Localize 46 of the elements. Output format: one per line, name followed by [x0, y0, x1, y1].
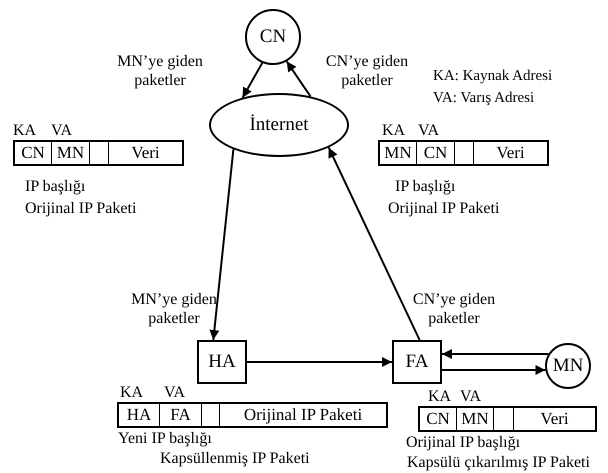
payload-field: Veri [474, 142, 547, 164]
packet-caption: Orijinal IP başlığı [406, 434, 520, 452]
node-circle: CN [245, 9, 301, 65]
field-heading: KA [428, 388, 452, 406]
address-field: MN [52, 142, 90, 164]
agent-box: HA [197, 340, 247, 384]
address-field: HA [119, 404, 160, 426]
arrow [209, 149, 234, 340]
edge-label: CN’ye giden paketler [324, 52, 410, 90]
agent-box: FA [392, 340, 442, 384]
address-field: CN [417, 142, 455, 164]
packet-caption: IP başlığı [395, 178, 456, 196]
arrow [247, 357, 392, 367]
payload-field: Veri [514, 408, 595, 430]
packet-caption: Orijinal IP Paketi [388, 200, 500, 218]
edge-label: MN’ye giden paketler [116, 52, 204, 90]
address-field: FA [160, 404, 202, 426]
arrow [286, 60, 312, 97]
arrow [442, 349, 548, 359]
field-heading: VA [164, 384, 186, 402]
edge-label: MN’ye giden paketler [130, 290, 218, 328]
legend-note: VA: Varış Adresi [433, 89, 534, 107]
arrow [328, 147, 420, 340]
payload-field: Orijinal IP Paketi [220, 404, 386, 426]
network-ellipse: İnternet [209, 93, 349, 157]
packet-caption: Kapsülü çıkarılmış IP Paketi [407, 454, 590, 472]
address-field: CN [15, 142, 52, 164]
payload-field: Veri [109, 142, 182, 164]
edge-label: CN’ye giden paketler [412, 290, 496, 328]
field-heading: KA [13, 122, 36, 140]
address-field: MN [457, 408, 494, 430]
arrow [242, 62, 264, 98]
field-heading: VA [460, 388, 482, 406]
packet-caption: Yeni IP başlığı [118, 430, 212, 448]
packet-caption: Orijinal IP Paketi [25, 200, 136, 218]
field-heading: VA [51, 122, 72, 140]
node-circle: MN [545, 343, 591, 389]
field-heading: KA [382, 122, 406, 140]
address-field: CN [420, 408, 457, 430]
field-heading: KA [120, 384, 144, 402]
field-heading: VA [418, 122, 440, 140]
packet-caption: IP başlığı [25, 178, 86, 196]
arrow [442, 365, 546, 375]
address-field: MN [380, 142, 417, 164]
legend-note: KA: Kaynak Adresi [433, 67, 552, 85]
packet-caption: Kapsüllenmiş IP Paketi [160, 450, 310, 468]
